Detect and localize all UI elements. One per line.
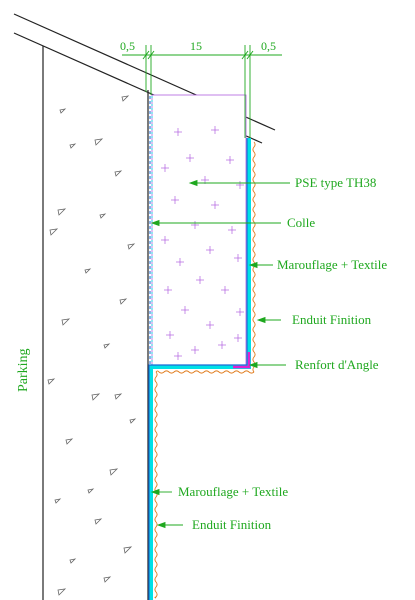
callout-leaders <box>150 179 290 529</box>
finish-coat <box>154 141 256 599</box>
aggregate-mark <box>57 208 67 216</box>
leader-pse-arrow <box>188 179 198 187</box>
dimension-tick-3 <box>241 50 249 60</box>
dimension-line <box>122 45 282 138</box>
concrete-aggregate-marks <box>47 95 137 596</box>
leader-colle-arrow <box>150 219 160 227</box>
aggregate-mark <box>127 243 136 250</box>
aggregate-mark <box>87 488 95 494</box>
label-colle: Colle <box>287 215 315 230</box>
leader-enduit-bottom-arrow <box>156 521 166 529</box>
label-marouflage-top: Marouflage + Textile <box>277 257 387 272</box>
aggregate-mark <box>91 393 101 401</box>
aggregate-mark <box>99 213 107 219</box>
aggregate-mark <box>114 393 123 400</box>
aggregate-mark <box>123 546 133 554</box>
aggregate-mark <box>47 378 56 385</box>
dimension-tick-2 <box>147 50 155 60</box>
parking-label: Parking <box>16 348 31 392</box>
aggregate-mark <box>109 468 119 476</box>
dimension-tick-4 <box>246 50 254 60</box>
aggregate-mark <box>121 95 130 102</box>
label-marouflage-bottom: Marouflage + Textile <box>178 484 288 499</box>
leader-enduit-top-arrow <box>256 316 266 324</box>
aggregate-mark <box>94 138 104 146</box>
leader-marouflage-top-arrow <box>248 261 258 269</box>
mesh-layer <box>148 138 251 600</box>
finish-coat-lower <box>154 371 158 599</box>
aggregate-mark <box>84 268 92 274</box>
dimension-middle-text: 15 <box>190 39 202 53</box>
insulation-fill <box>151 94 247 367</box>
insulation-block <box>151 94 247 367</box>
callout-labels: PSE type TH38 Colle Marouflage + Textile… <box>178 175 387 532</box>
dimension-left-text: 0,5 <box>120 39 135 53</box>
label-enduit-top: Enduit Finition <box>292 312 372 327</box>
finish-coat-underside <box>155 370 255 374</box>
aggregate-mark <box>57 588 67 596</box>
aggregate-mark <box>129 418 137 424</box>
aggregate-mark <box>59 108 67 114</box>
label-renfort: Renfort d'Angle <box>295 357 379 372</box>
aggregate-mark <box>114 170 123 177</box>
aggregate-mark <box>69 143 77 149</box>
insulation-hatch <box>161 126 244 360</box>
aggregate-mark <box>94 518 103 525</box>
label-enduit-bottom: Enduit Finition <box>192 517 272 532</box>
aggregate-mark <box>54 498 62 504</box>
finish-coat-right <box>252 141 256 373</box>
leader-renfort-arrow <box>248 361 258 369</box>
glue-layer <box>149 96 153 366</box>
dimension-tick-1 <box>142 50 150 60</box>
leader-marouflage-bottom-arrow <box>150 488 160 496</box>
aggregate-mark <box>69 558 77 564</box>
aggregate-mark <box>103 576 112 583</box>
aggregate-mark <box>49 228 59 236</box>
mesh-path-blue <box>148 138 248 600</box>
aggregate-mark <box>65 438 74 445</box>
corner-reinforcement-path <box>233 352 251 369</box>
aggregate-mark <box>119 298 128 305</box>
mesh-path-cyan <box>149 138 251 600</box>
label-pse: PSE type TH38 <box>295 175 376 190</box>
aggregate-mark <box>61 318 71 326</box>
corner-reinforcement <box>233 352 251 369</box>
dimension-right-text: 0,5 <box>261 39 276 53</box>
aggregate-mark <box>103 343 111 349</box>
concrete-wall <box>42 46 149 600</box>
